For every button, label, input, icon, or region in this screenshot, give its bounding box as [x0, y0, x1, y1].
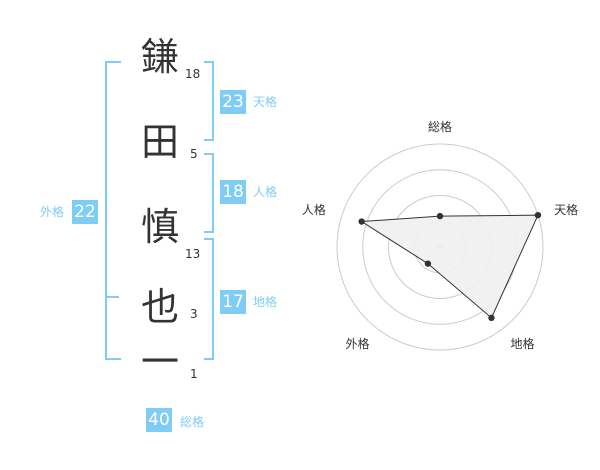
stroke-count-1: 18 — [185, 67, 201, 81]
radar-data-polygon — [360, 214, 539, 319]
gaikaku-score-badge: 22 — [72, 200, 98, 224]
stroke-count-4: 3 — [190, 307, 198, 321]
name-char-4: 也 — [140, 285, 179, 329]
jinkaku-score-badge: 18 — [220, 180, 246, 204]
tenkaku-score-badge: 23 — [220, 90, 246, 114]
radar-axis-label-5: 人格 — [302, 202, 326, 217]
name-char-5: 一 — [140, 340, 179, 384]
radar-point-3 — [488, 314, 495, 322]
gaikaku-bracket — [105, 61, 121, 360]
radar-point-1 — [436, 212, 444, 220]
tenkaku-label: 天格 — [253, 95, 278, 109]
stroke-count-2: 5 — [190, 147, 198, 161]
radar-point-5 — [358, 218, 365, 225]
chikaku-bracket — [204, 238, 214, 360]
tenkaku-bracket — [204, 61, 214, 141]
soukaku-label: 総格 — [180, 415, 205, 429]
jinkaku-bracket — [204, 153, 214, 233]
gaikaku-bracket-divider — [105, 296, 119, 298]
name-char-1: 鎌 — [140, 35, 179, 79]
radar-axis-label-2: 天格 — [554, 202, 578, 217]
chikaku-label: 地格 — [253, 295, 278, 309]
soukaku-score-badge: 40 — [146, 408, 172, 432]
stroke-count-3: 13 — [185, 247, 201, 261]
gaikaku-label: 外格 — [40, 205, 65, 219]
radar-axis-label-1: 総格 — [428, 119, 452, 134]
jinkaku-label: 人格 — [253, 185, 278, 199]
chikaku-score-badge: 17 — [220, 290, 246, 314]
radar-point-2 — [534, 211, 542, 219]
radar-axis-label-3: 地格 — [511, 336, 535, 351]
radar-grid-ring-4 — [336, 143, 544, 351]
name-char-2: 田 — [140, 120, 179, 164]
radar-point-4 — [424, 260, 432, 267]
radar-axis-label-4: 外格 — [345, 336, 369, 351]
name-char-3: 慎 — [140, 205, 179, 249]
stroke-count-5: 1 — [190, 367, 198, 381]
